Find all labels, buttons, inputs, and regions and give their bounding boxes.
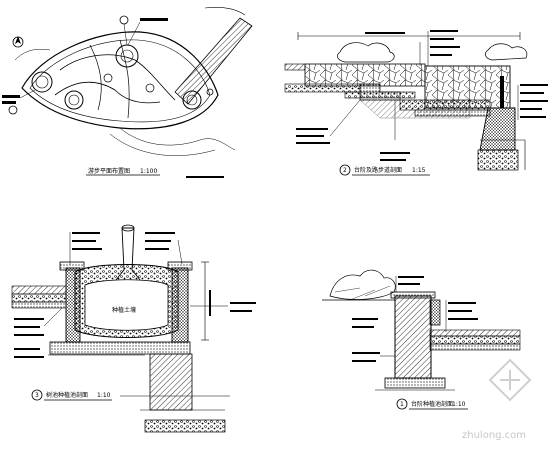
watermark: zhulong.com <box>462 358 532 441</box>
section-path-number-badge <box>339 164 351 176</box>
north-arrow-icon <box>12 36 24 48</box>
section-path-title: 台阶及路步道剖面 <box>354 166 402 174</box>
watermark-text: zhulong.com <box>462 430 526 441</box>
section-wall-title: 台阶种植池剖面 <box>411 400 453 408</box>
plan-drawing: 游步平面布置图 1:100 <box>2 7 253 178</box>
plan-inner-outline <box>29 39 211 123</box>
plan-scale: 1:100 <box>140 168 157 175</box>
planter-soil-label: 种植土壤 <box>112 306 136 314</box>
section-planter-number: 3 <box>35 392 39 399</box>
plan-title: 游步平面布置图 <box>88 167 130 175</box>
section-planter-scale: 1:10 <box>97 392 111 399</box>
section-path-number: 2 <box>343 167 347 174</box>
section-planter-number-badge <box>31 389 43 401</box>
section-wall-drawing: 1 台阶种植池剖面 1:10 <box>322 269 521 410</box>
section-planter-title: 树池种植池剖面 <box>46 391 88 399</box>
plan-main-outline <box>21 31 219 130</box>
section-wall-number-badge <box>396 398 408 410</box>
plan-diagonal-path <box>174 7 253 105</box>
section-planter-drawing: 种植土壤 <box>11 224 256 433</box>
section-path-drawing: 2 台阶及路步道剖面 1:15 <box>284 30 548 176</box>
section-wall-number: 1 <box>400 401 404 408</box>
watermark-logo-icon <box>488 358 532 402</box>
section-wall-scale: 1:10 <box>452 401 466 408</box>
section-path-scale: 1:15 <box>412 167 426 174</box>
